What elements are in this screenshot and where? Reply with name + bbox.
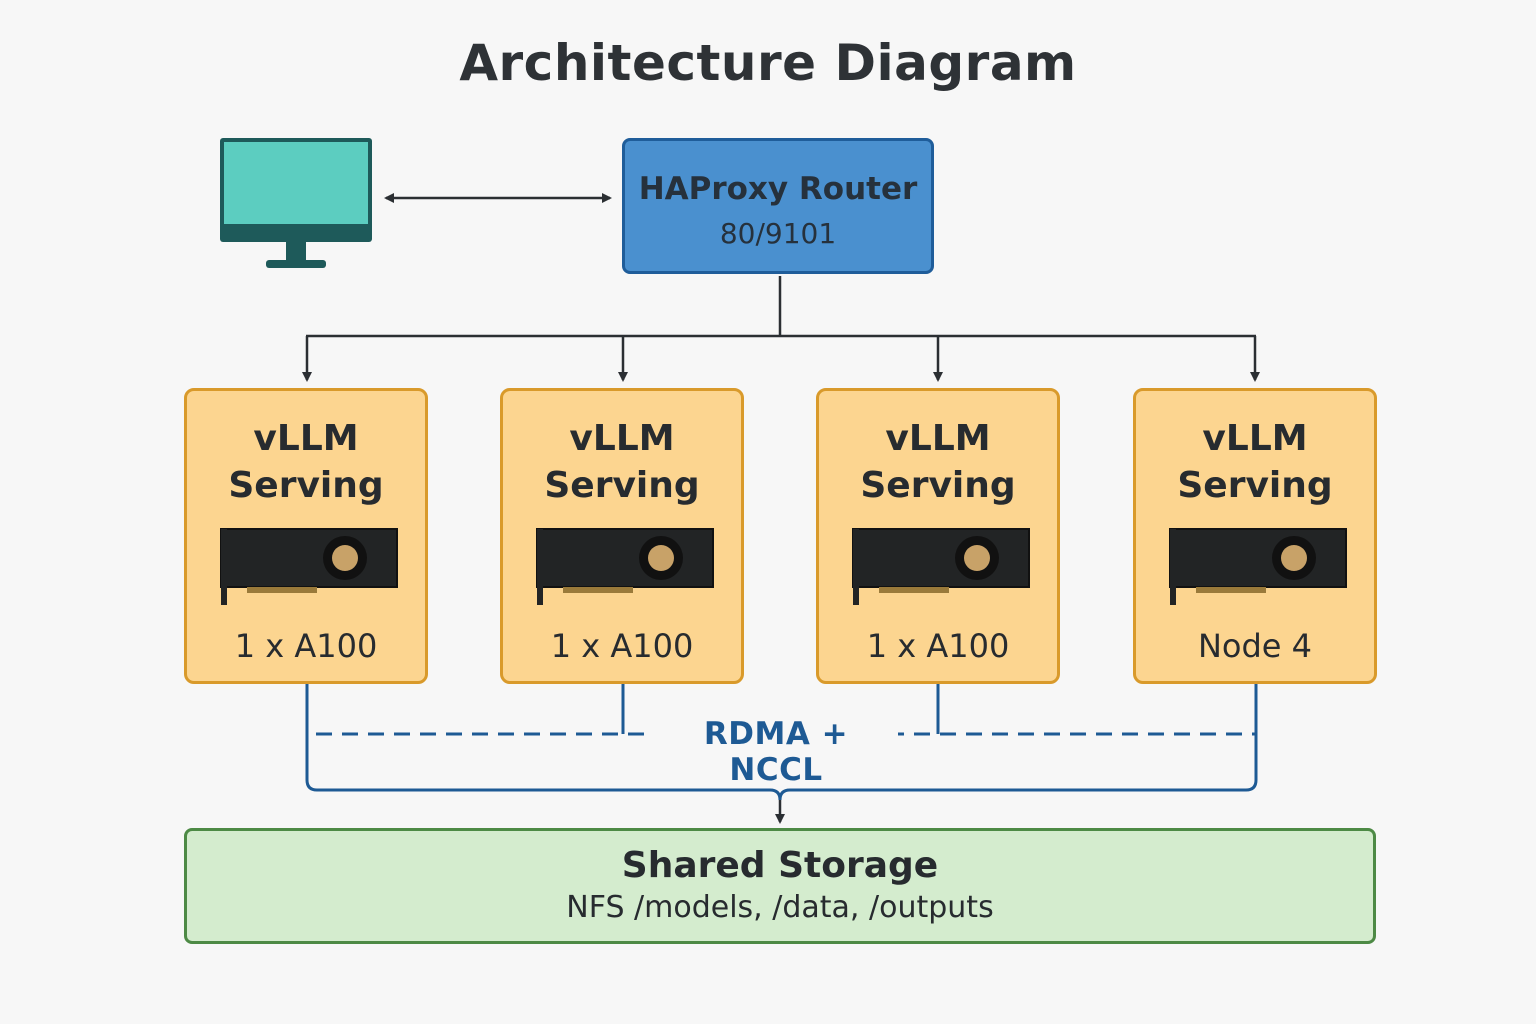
node-title: vLLM Serving [860,418,1016,506]
node-caption: 1 x A100 [866,627,1010,665]
storage-description: NFS /models, /data, /outputs [566,890,994,925]
node-caption: Node 4 [1197,627,1313,665]
shared-storage: Shared Storage NFS /models, /data, /outp… [184,828,1376,944]
gpu-card-icon [852,528,1030,605]
node-caption: 1 x A100 [234,627,378,665]
diagram-title: Architecture Diagram [459,34,1077,92]
gpu-card-icon [220,528,398,605]
node-title: vLLM Serving [544,418,700,506]
gpu-card-icon [1169,528,1347,605]
node-caption: 1 x A100 [550,627,694,665]
interconnect-label: RDMA + NCCL [654,716,898,788]
node-1-storage-line [305,684,782,801]
node-4-storage-line [778,684,1258,801]
client-monitor [218,138,376,270]
haproxy-router: HAProxy Router 80/9101 [622,138,934,274]
serving-node: vLLM Serving 1 x A100 [500,388,744,684]
gpu-card-icon [536,528,714,605]
router-name: HAProxy Router [638,171,918,207]
serving-node: vLLM Serving Node 4 [1133,388,1377,684]
node-title: vLLM Serving [228,418,384,506]
node-title: vLLM Serving [1177,418,1333,506]
storage-name: Shared Storage [621,845,939,886]
serving-node: vLLM Serving 1 x A100 [816,388,1060,684]
monitor-icon [220,138,372,268]
router-ports: 80/9101 [719,217,837,250]
serving-node: vLLM Serving 1 x A100 [184,388,428,684]
